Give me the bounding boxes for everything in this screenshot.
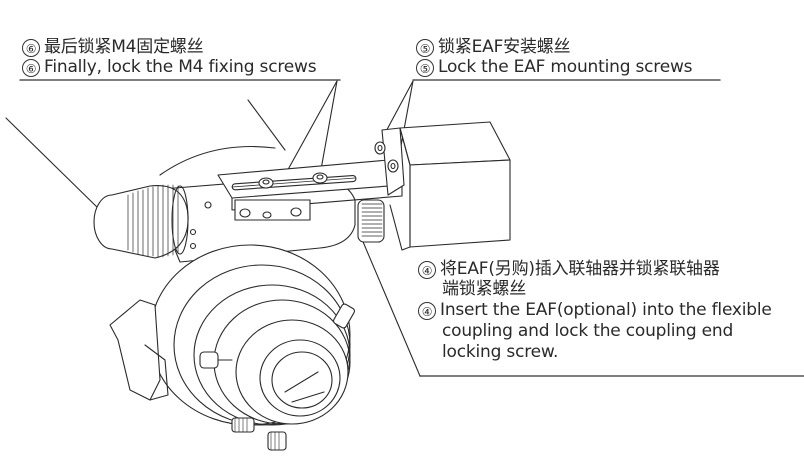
- callout-6-leader: [6, 80, 340, 210]
- callout-5-en-text: Lock the EAF mounting screws: [438, 57, 693, 77]
- callout-4-zh-line2: 端锁紧螺丝: [442, 279, 526, 299]
- mounting-bracket: [218, 160, 402, 220]
- eaf-motor-box: [390, 122, 510, 250]
- callout-4-zh-2: 端锁紧螺丝: [418, 279, 526, 299]
- step-4-badge-en: ④: [418, 302, 436, 320]
- callout-6-zh-text: 最后锁紧M4固定螺丝: [44, 37, 204, 57]
- flexible-coupling: [358, 200, 384, 242]
- step-6-badge-en: ⑥: [22, 59, 40, 77]
- callout-4-en-line2: coupling and lock the coupling end: [442, 321, 734, 341]
- dovetail-clamp: [110, 300, 168, 400]
- callout-4-leader: [358, 230, 804, 376]
- ring-lock-screws: [200, 303, 356, 450]
- callout-4-en-line3: locking screw.: [442, 342, 559, 362]
- callout-4-en-3: locking screw.: [418, 342, 558, 362]
- m4-fixing-screws: [240, 173, 327, 218]
- callout-4-en-line1: Insert the EAF(optional) into the flexib…: [440, 300, 772, 320]
- callout-4-en-2: coupling and lock the coupling end: [418, 321, 733, 341]
- eaf-mounting-screws: [375, 142, 398, 172]
- callout-5-zh-text: 锁紧EAF安装螺丝: [438, 37, 571, 57]
- step-4-badge: ④: [418, 261, 436, 279]
- focus-knob: [94, 185, 188, 258]
- step-5-badge-en: ⑤: [416, 59, 434, 77]
- step-5-badge: ⑤: [416, 39, 434, 57]
- step-6-badge: ⑥: [22, 39, 40, 57]
- callout-6-en-text: Finally, lock the M4 fixing screws: [44, 57, 317, 77]
- callout-4-zh-line1: 将EAF(另购)插入联轴器并锁紧联轴器: [440, 259, 720, 279]
- focuser-ring-stack: [150, 245, 350, 425]
